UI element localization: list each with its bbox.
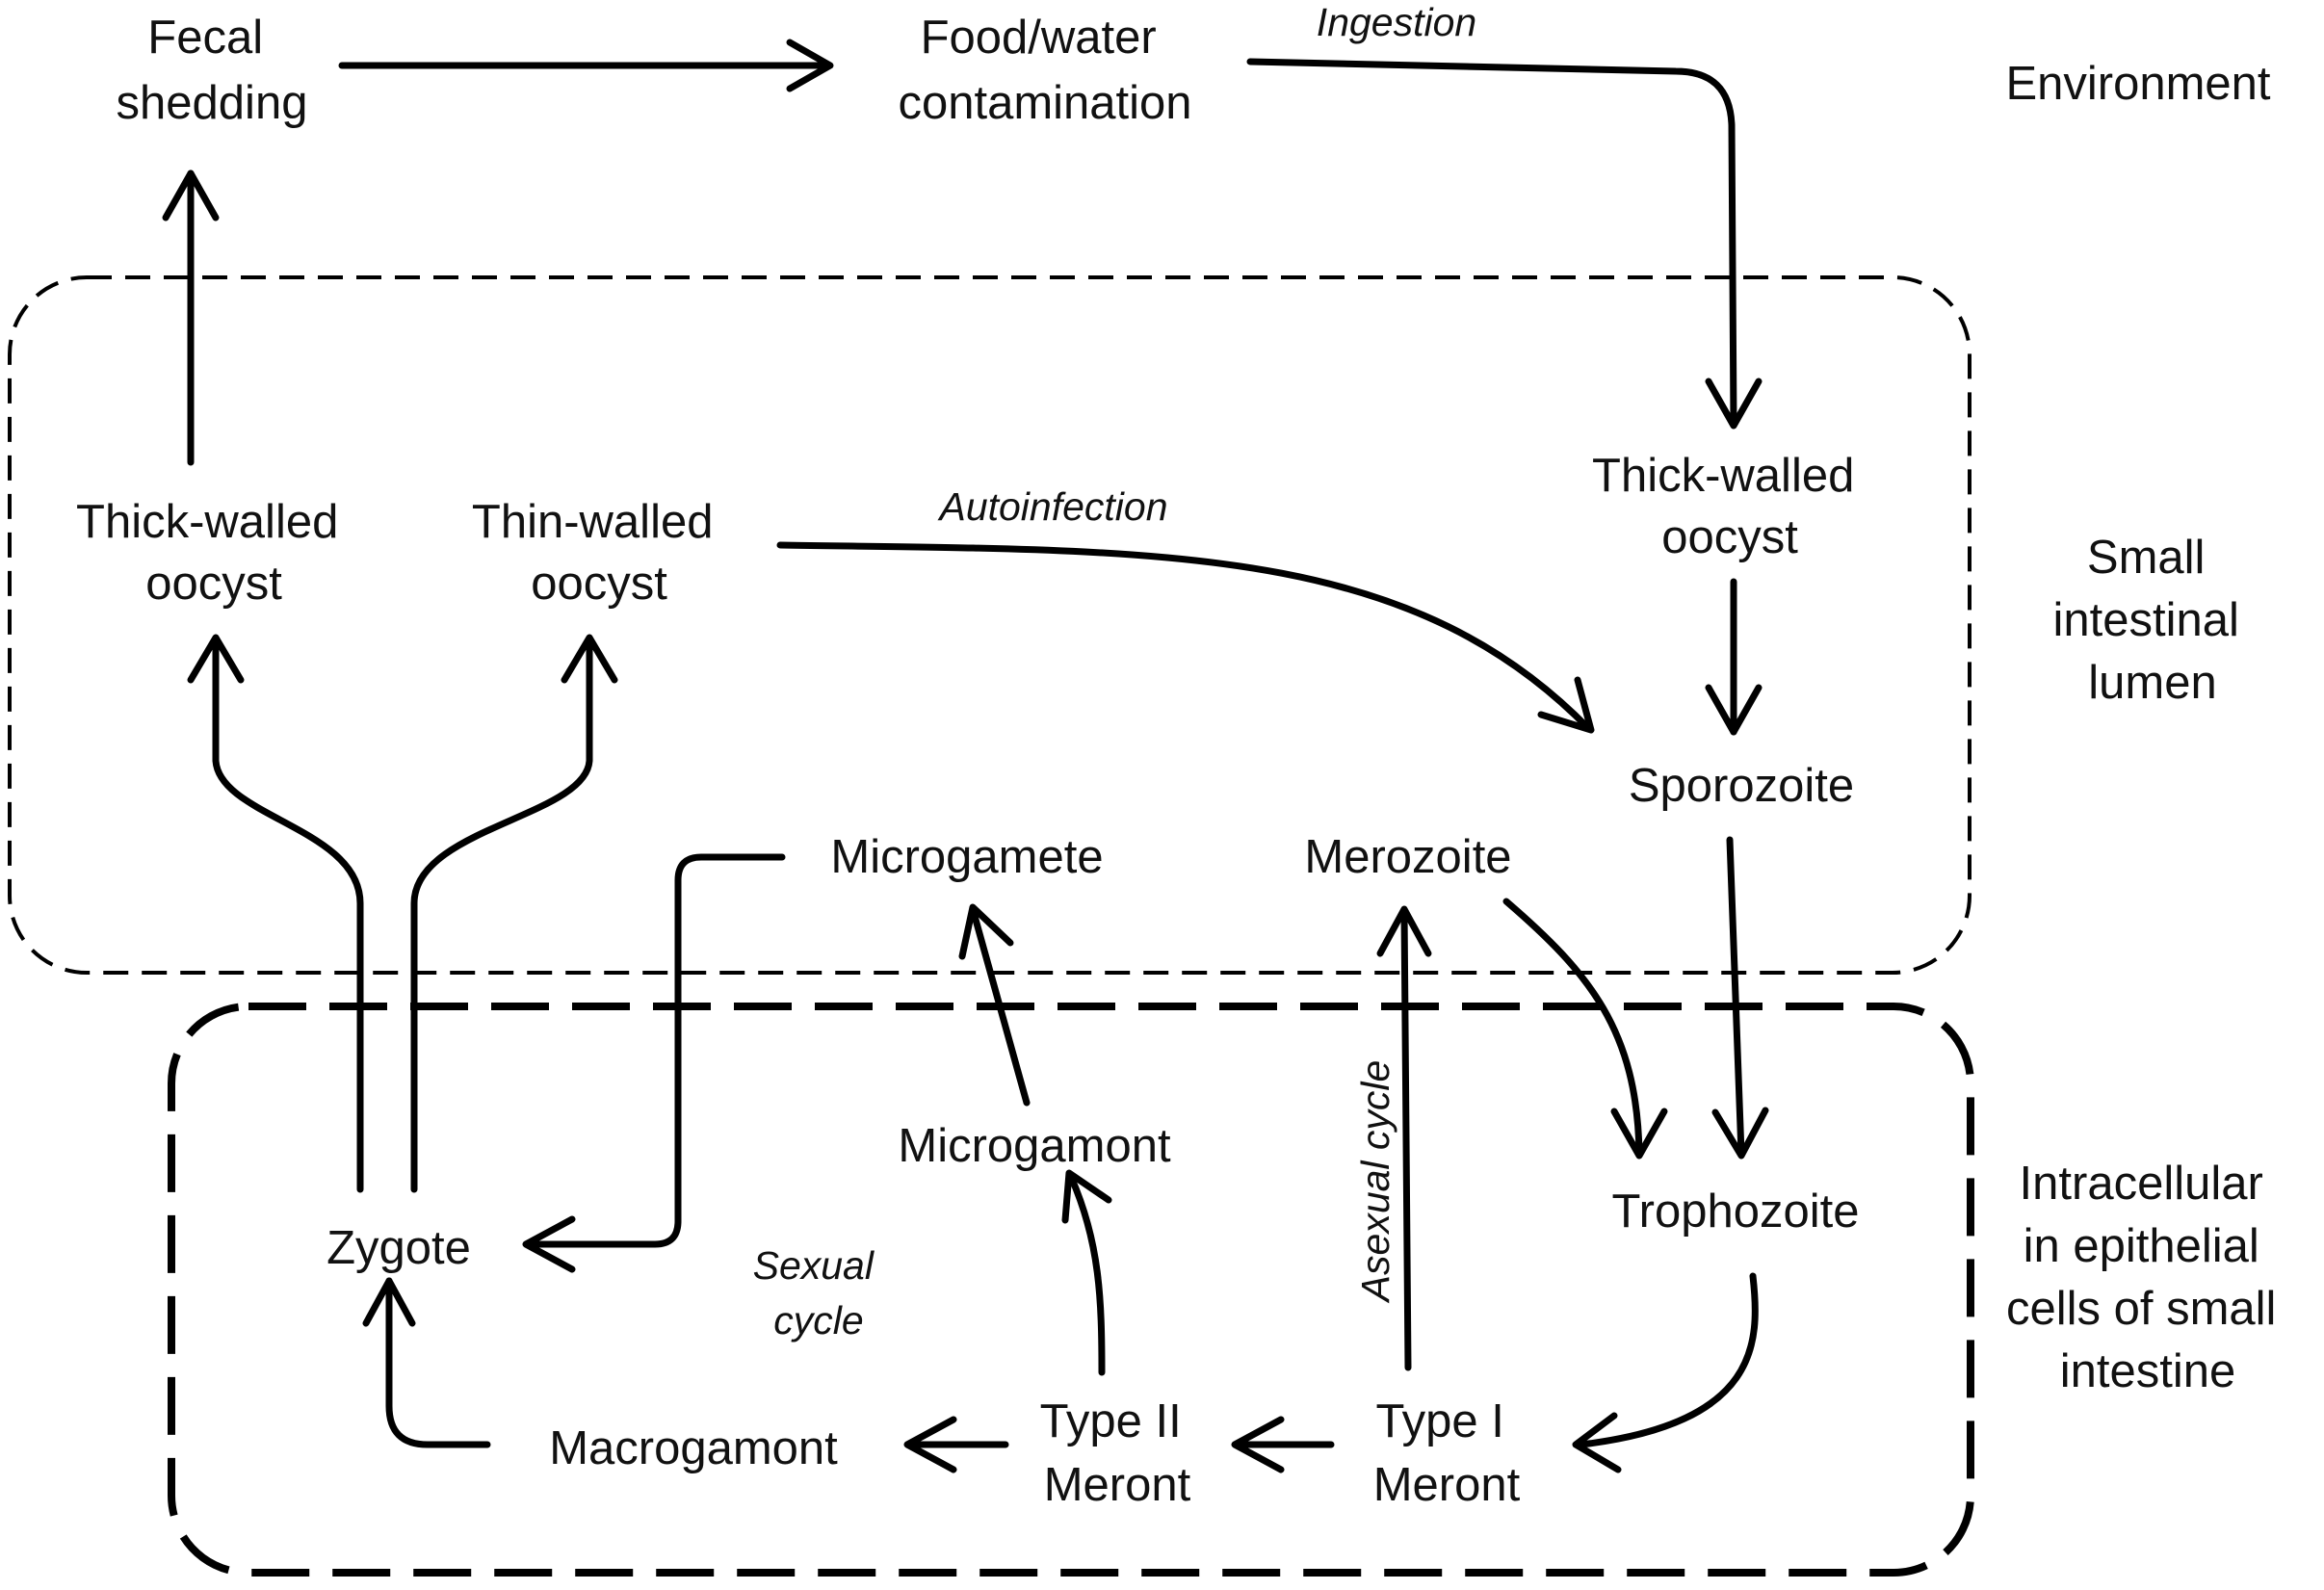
arrow-trophozoite-to-meront1 <box>1578 1272 1759 1448</box>
arrow-trophozoite-to-meront1-head <box>1572 1412 1622 1473</box>
arrow-ingestion-head <box>1705 378 1763 430</box>
arrow-sporozoite-to-trophozoite-head <box>1711 1107 1769 1160</box>
arrow-oocyst-to-sporozoite-head <box>1705 684 1763 736</box>
node-microgamont: Microgamont <box>898 1120 1171 1172</box>
arrow-meront1-to-merozoite-head <box>1376 905 1432 957</box>
node-thick-oocyst-left: Thick-walled oocyst <box>76 496 352 610</box>
connectors <box>162 39 1769 1473</box>
arrow-merozoite-to-trophozoite-head <box>1610 1108 1668 1160</box>
arrow-meront2-to-microgamont <box>1067 1173 1106 1376</box>
node-fecal-shedding: Fecal shedding <box>117 12 308 129</box>
zone-label-environment: Environment <box>2005 58 2270 110</box>
node-thin-oocyst: Thin-walled oocyst <box>472 496 726 610</box>
node-type1-meront: Type I Meront <box>1373 1395 1521 1511</box>
arrow-oocyst-to-fecal-head <box>162 169 220 222</box>
arrow-merozoite-to-trophozoite <box>1502 898 1643 1158</box>
node-microgamete: Microgamete <box>830 831 1103 883</box>
node-type2-meront: Type II Meront <box>1040 1395 1195 1511</box>
arrow-sporozoite-to-trophozoite <box>1726 836 1745 1158</box>
annotation-ingestion: Ingestion <box>1317 0 1476 44</box>
intracellular-zone-box <box>168 1003 1974 1577</box>
arrow-zygote-to-thin <box>410 638 593 1193</box>
arrow-zygote-to-thick <box>212 638 364 1193</box>
node-thick-oocyst-right: Thick-walled oocyst <box>1592 450 1867 563</box>
node-trophozoite: Trophozoite <box>1612 1186 1860 1238</box>
arrow-macrogamont-to-zygote <box>385 1277 491 1448</box>
arrow-fecal-to-food-head <box>786 39 834 92</box>
arrow-microgamont-to-microgamete <box>969 905 1031 1107</box>
node-merozoite: Merozoite <box>1304 831 1511 883</box>
arrow-zygote-to-thick-head <box>187 634 245 684</box>
arrow-ingestion <box>1246 58 1737 428</box>
arrow-macrogamont-to-zygote-head <box>362 1277 416 1327</box>
arrow-zygote-to-thin-head <box>561 634 618 684</box>
annotation-asexual-cycle: Asexual cycle <box>1353 1060 1397 1305</box>
arrow-autoinfection <box>776 541 1593 733</box>
annotation-autoinfection: Autoinfection <box>936 484 1167 529</box>
zone-label-lumen: Small intestinal lumen <box>2052 532 2252 709</box>
arrow-microgamont-to-microgamete-head <box>958 903 1014 960</box>
arrow-microgamete-to-zygote-head <box>522 1215 576 1273</box>
arrow-meront1-to-merozoite <box>1400 907 1412 1371</box>
node-macrogamont: Macrogamont <box>549 1422 838 1474</box>
arrow-meront2-to-microgamont-head <box>1061 1169 1112 1224</box>
annotation-sexual-cycle: Sexual cycle <box>753 1243 885 1342</box>
node-sporozoite: Sporozoite <box>1629 760 1854 812</box>
node-zygote: Zygote <box>326 1222 471 1274</box>
zone-label-intracellular: Intracellular in epithelial cells of sma… <box>2006 1158 2289 1397</box>
arrow-meront1-to-meront2-head <box>1231 1416 1285 1473</box>
arrow-microgamete-to-zygote <box>524 853 786 1248</box>
node-food-water: Food/water contamination <box>898 12 1191 129</box>
arrow-meront2-to-macrogamont-head <box>903 1416 957 1473</box>
arrow-autoinfection-head <box>1537 676 1595 734</box>
